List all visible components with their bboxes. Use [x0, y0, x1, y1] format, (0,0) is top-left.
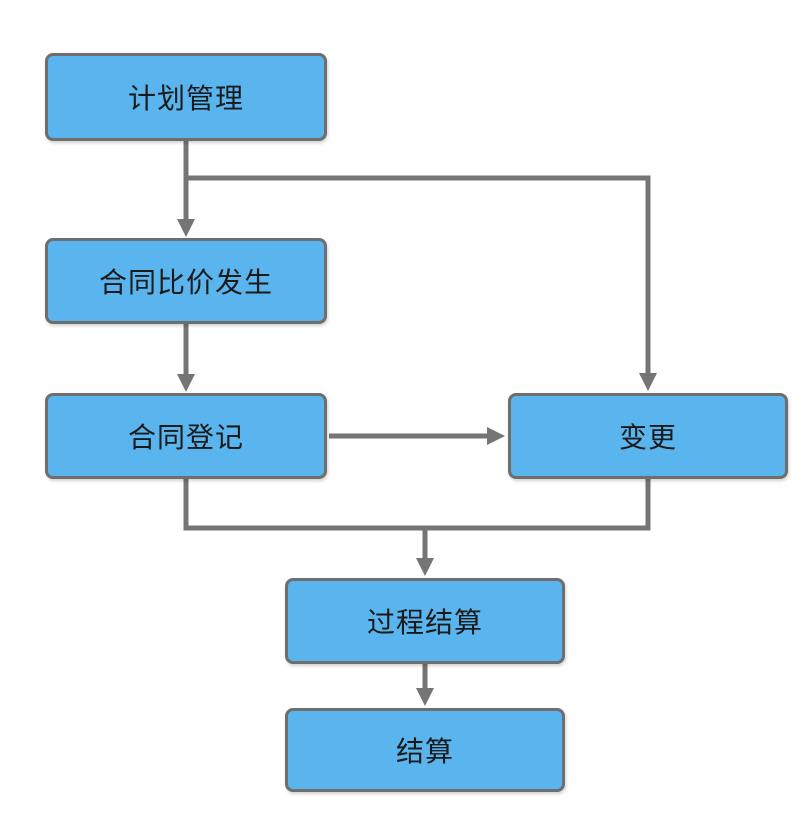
node-contract-register: 合同登记: [45, 393, 327, 479]
edge-plan-to-price-compare: [177, 141, 195, 237]
edge-contract-register-to-process-settlement: [183, 479, 434, 576]
edge-price-compare-to-contract-register: [177, 324, 195, 392]
node-process-settlement: 过程结算: [285, 578, 565, 664]
edge-contract-register-to-change: [329, 427, 505, 445]
edge-process-settlement-to-settlement: [416, 664, 434, 706]
node-settlement: 结算: [285, 708, 565, 792]
node-process-settlement-label: 过程结算: [366, 607, 483, 638]
node-price-compare: 合同比价发生: [45, 238, 327, 324]
node-plan-label: 计划管理: [127, 83, 244, 114]
node-change-label: 变更: [618, 422, 677, 453]
node-contract-register-label: 合同登记: [127, 422, 244, 453]
edge-change-to-process-settlement: [425, 479, 651, 531]
edge-plan-to-change: [186, 175, 657, 391]
node-price-compare-label: 合同比价发生: [98, 267, 273, 298]
node-change: 变更: [508, 393, 788, 479]
node-plan: 计划管理: [45, 53, 327, 141]
node-settlement-label: 结算: [395, 736, 454, 767]
